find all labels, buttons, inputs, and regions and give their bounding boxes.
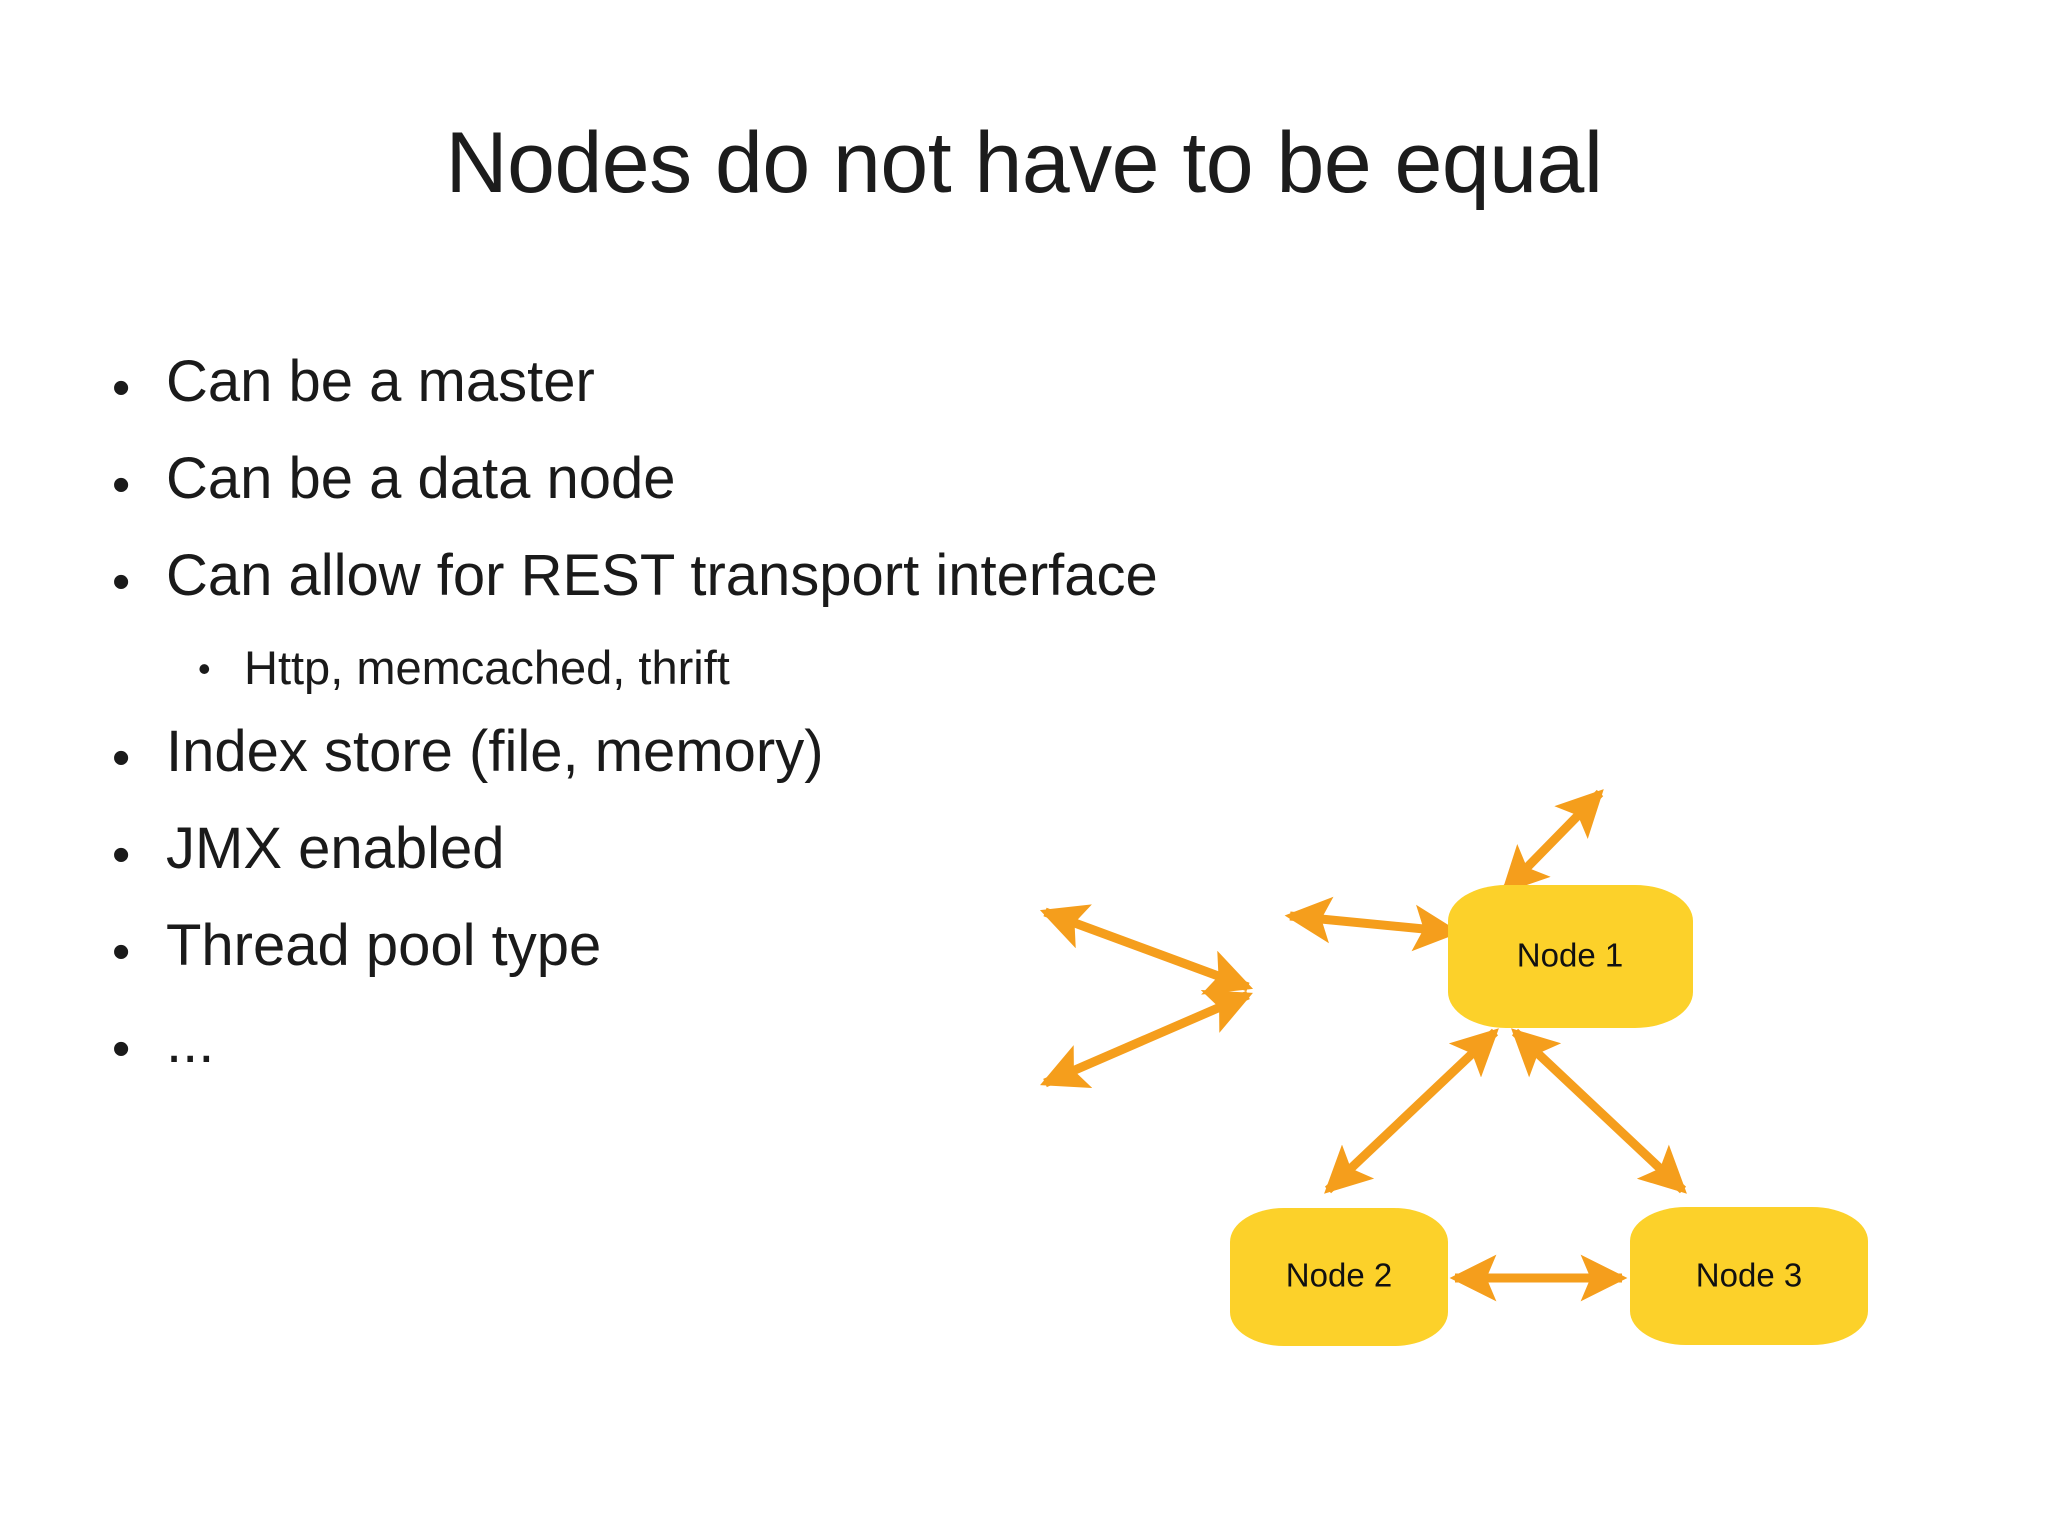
node-2-label: Node 2 — [1286, 1257, 1392, 1294]
arrow-node2-external-upper-left — [1039, 904, 1254, 995]
arrow-node2-external-lower-left — [1040, 989, 1253, 1089]
arrow-node1-external-upper-right — [1501, 789, 1604, 894]
arrow-node1-node2 — [1324, 1028, 1499, 1194]
list-item: • Can be a data node — [112, 445, 1362, 514]
node-2-box[interactable]: Node 2 — [1230, 1208, 1448, 1346]
node-1-box[interactable]: Node 1 — [1448, 885, 1693, 1028]
list-item: • Can allow for REST transport interface — [112, 542, 1362, 611]
bullet-text: JMX enabled — [166, 815, 505, 881]
bullet-marker-icon: • — [112, 359, 131, 417]
bullet-text: Can be a data node — [166, 445, 676, 511]
list-item: • Index store (file, memory) — [112, 719, 1362, 788]
node-cluster-diagram: Node 1 Node 2 Node 3 — [1000, 690, 1940, 1410]
bullet-marker-icon: • — [198, 647, 211, 689]
arrow-node1-external-left — [1284, 896, 1461, 952]
node-3-label: Node 3 — [1696, 1257, 1802, 1294]
bullet-text: Can allow for REST transport interface — [166, 542, 1158, 608]
bullet-marker-icon: • — [112, 1019, 131, 1078]
bullet-marker-icon: • — [112, 922, 131, 981]
bullet-text: Can be a master — [166, 349, 595, 414]
node-3-box[interactable]: Node 3 — [1630, 1207, 1868, 1345]
bullet-marker-icon: • — [112, 825, 131, 884]
arrow-node1-node3 — [1511, 1028, 1687, 1194]
page-title: Nodes do not have to be equal — [445, 115, 1603, 211]
bullet-text: Http, memcached, thrift — [244, 640, 730, 694]
list-item: • JMX enabled — [112, 815, 1362, 884]
list-item: • Thread pool type — [112, 912, 1362, 981]
list-item: • Can be a master — [112, 349, 1362, 417]
bullet-marker-icon: • — [112, 552, 131, 611]
bullet-text: ... — [166, 1009, 215, 1075]
bullet-marker-icon: • — [112, 729, 131, 788]
node-1-label: Node 1 — [1517, 937, 1623, 974]
bullet-text: Index store (file, memory) — [166, 719, 824, 785]
bullet-text: Thread pool type — [166, 912, 602, 978]
list-item-sub: • Http, memcached, thrift — [112, 640, 1362, 694]
bullet-list: • Can be a master • Can be a data node •… — [112, 349, 1362, 1110]
bullet-marker-icon: • — [112, 455, 131, 514]
list-item: • ... — [112, 1009, 1362, 1078]
